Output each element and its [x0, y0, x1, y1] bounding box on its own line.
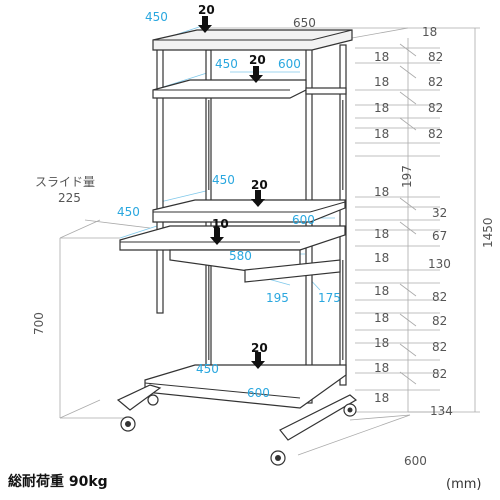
scale-label-3: 82 [428, 75, 443, 89]
scale-label-15: 82 [432, 290, 447, 304]
arrow-down-icon [198, 16, 212, 33]
dimension-lines [59, 27, 480, 456]
height-left-label: 700 [32, 312, 46, 335]
caster-front-left [120, 416, 136, 432]
scale-label-5: 82 [428, 101, 443, 115]
bottom-width-label: 600 [247, 386, 270, 400]
scale-label-8: 18 [374, 185, 389, 199]
unit-label: (mm) [446, 477, 481, 492]
kb-load-label: 10 [212, 217, 229, 231]
scale-label-18: 18 [374, 336, 389, 350]
kb-width-label: 580 [229, 249, 252, 263]
height-mid-label: 197 [400, 165, 414, 188]
scale-label-1: 82 [428, 50, 443, 64]
shelf2-load-label: 20 [251, 178, 268, 192]
shelf1-width-label: 600 [278, 57, 301, 71]
scale-label-17: 82 [432, 314, 447, 328]
shelf1-load-label: 20 [249, 53, 266, 67]
scale-label-4: 18 [374, 101, 389, 115]
caster-rear-right [343, 403, 357, 417]
bottom-shelf [144, 364, 347, 409]
load-arrows [198, 16, 265, 369]
shelf2-depth-label: 450 [212, 173, 235, 187]
scale-label-10: 18 [374, 227, 389, 241]
scale-label-14: 18 [374, 284, 389, 298]
top-load-label: 20 [198, 3, 215, 17]
shelf2-width-label: 600 [292, 213, 315, 227]
top-width-label: 650 [293, 16, 316, 30]
arrow-down-icon [251, 352, 265, 369]
right-scale: 18 82 18 82 18 82 18 82 18 32 18 67 18 1… [374, 50, 453, 418]
scale-label-12: 18 [374, 251, 389, 265]
base-depth-label: 600 [404, 454, 427, 468]
desk-structure [116, 29, 358, 466]
front-left-post [156, 42, 164, 314]
left-base [116, 384, 162, 411]
right-base [279, 394, 358, 441]
scale-label-16: 18 [374, 311, 389, 325]
top-thickness-label: 18 [422, 25, 437, 39]
height-total-label: 1450 [481, 217, 495, 248]
slide-value-label: 225 [58, 191, 81, 205]
arrow-down-icon [251, 190, 265, 207]
caster-front-right [270, 450, 286, 466]
bottom-load-label: 20 [251, 341, 268, 355]
bottom-depth-label: 450 [196, 362, 219, 376]
scale-label-20: 18 [374, 361, 389, 375]
shelf1-depth-label: 450 [215, 57, 238, 71]
slide-label: スライド量 [35, 175, 95, 189]
arrow-down-icon [249, 66, 263, 83]
top-depth-label: 450 [145, 10, 168, 24]
scale-label-9: 32 [432, 206, 447, 220]
scale-label-23: 134 [430, 404, 453, 418]
keyboard-slide [119, 225, 346, 251]
scale-label-19: 82 [432, 340, 447, 354]
scale-label-7: 82 [428, 127, 443, 141]
arrow-down-icon [210, 228, 224, 245]
caster-rear-left [147, 394, 159, 406]
kb-depth-label: 450 [117, 205, 140, 219]
scale-label-6: 18 [374, 127, 389, 141]
rear-right-post [339, 44, 347, 386]
scale-label-21: 82 [432, 367, 447, 381]
shelf-2 [152, 199, 346, 223]
mouse-tray [244, 259, 341, 283]
kb-sub2-label: 175 [318, 291, 341, 305]
scale-label-0: 18 [374, 50, 389, 64]
scale-label-11: 67 [432, 229, 447, 243]
kb-sub1-label: 195 [266, 291, 289, 305]
scale-label-2: 18 [374, 75, 389, 89]
total-load-label: 総耐荷重 90kg [8, 473, 108, 490]
scale-label-22: 18 [374, 391, 389, 405]
scale-label-13: 130 [428, 257, 451, 271]
